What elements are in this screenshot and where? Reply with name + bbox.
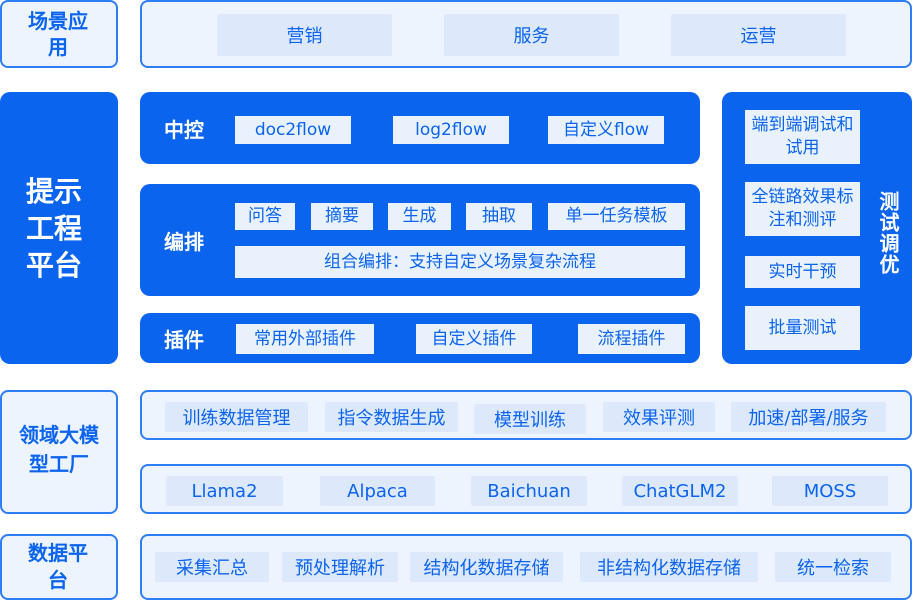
plugin-item-external: 常用外部插件	[236, 324, 374, 354]
model-item-chatglm2: ChatGLM2	[622, 476, 738, 506]
data-item-unified-search: 统一检索	[775, 552, 891, 582]
orchestration-item-extract: 抽取	[466, 203, 532, 230]
plugin-item-custom: 自定义插件	[416, 324, 532, 354]
data-item-unstructured-storage: 非结构化数据存储	[580, 552, 758, 582]
process-item-deploy: 加速/部署/服务	[731, 402, 886, 432]
testing-label: 测试调优	[876, 191, 900, 275]
data-platform-title: 数据平台	[28, 541, 88, 592]
model-item-llama2: Llama2	[166, 476, 283, 506]
orchestration-combined: 组合编排：支持自定义场景复杂流程	[235, 246, 685, 278]
data-platform-label-box	[0, 534, 118, 600]
testing-item-realtime: 实时干预	[745, 256, 860, 288]
model-factory-title: 领域大模型工厂	[19, 423, 99, 476]
scene-item-marketing: 营销	[217, 14, 392, 56]
model-item-baichuan: Baichuan	[471, 476, 587, 506]
process-item-model-training: 模型训练	[474, 404, 586, 434]
testing-item-fullchain: 全链路效果标注和测评	[745, 182, 860, 236]
model-item-alpaca: Alpaca	[320, 476, 435, 506]
model-factory-label-box	[0, 390, 118, 514]
orchestration-item-summary: 摘要	[311, 203, 373, 230]
prompt-platform-title: 提示工程平台	[26, 174, 83, 282]
data-item-collection: 采集汇总	[155, 552, 269, 582]
testing-item-batch: 批量测试	[745, 306, 860, 350]
process-item-instruction-data: 指令数据生成	[325, 402, 458, 432]
control-label: 中控	[164, 117, 204, 142]
process-item-evaluation: 效果评测	[603, 402, 715, 432]
plugin-item-workflow: 流程插件	[578, 324, 685, 354]
plugins-label: 插件	[164, 327, 204, 352]
orchestration-item-single-template: 单一任务模板	[548, 203, 685, 230]
data-item-preprocess: 预处理解析	[282, 552, 398, 582]
scene-label-box	[0, 0, 118, 68]
prompt-platform-label-box	[0, 92, 118, 364]
process-item-training-data: 训练数据管理	[165, 402, 308, 432]
control-item-doc2flow: doc2flow	[235, 116, 351, 144]
orchestration-item-generate: 生成	[388, 203, 451, 230]
orchestration-label: 编排	[164, 229, 204, 254]
orchestration-item-qa: 问答	[235, 203, 295, 230]
scene-item-operations: 运营	[671, 14, 846, 56]
testing-item-e2e: 端到端调试和试用	[745, 110, 860, 164]
model-item-moss: MOSS	[772, 476, 888, 506]
orchestration-box	[140, 184, 700, 296]
scene-item-service: 服务	[444, 14, 619, 56]
control-item-custom-flow: 自定义flow	[548, 116, 664, 144]
scene-title: 场景应用	[28, 9, 88, 59]
data-item-structured-storage: 结构化数据存储	[410, 552, 563, 582]
control-item-log2flow: log2flow	[393, 116, 509, 144]
